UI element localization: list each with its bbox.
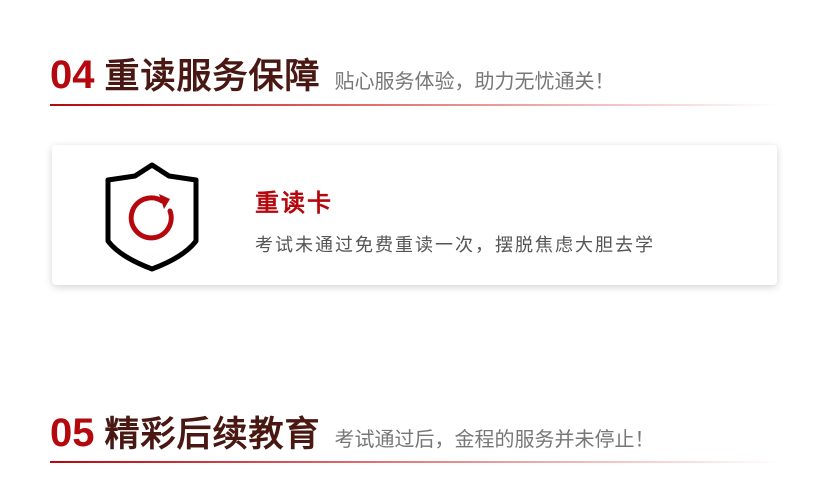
shield-refresh-icon — [105, 162, 199, 272]
section-title: 重读服务保障 — [104, 57, 321, 97]
card-description: 考试未通过免费重读一次，摆脱焦虑大胆去学 — [255, 235, 655, 256]
section-number: 04 — [50, 53, 95, 97]
section-title: 精彩后续教育 — [104, 415, 321, 455]
section-header-05: 05 精彩后续教育 考试通过后，金程的服务并未停止！ — [50, 406, 655, 457]
reread-card: 重读卡 考试未通过免费重读一次，摆脱焦虑大胆去学 — [52, 145, 777, 285]
section-subtitle: 贴心服务体验，助力无忧通关！ — [334, 69, 615, 93]
section-divider — [50, 461, 780, 463]
card-title: 重读卡 — [255, 189, 333, 217]
section-number: 05 — [50, 411, 95, 455]
section-header-04: 04 重读服务保障 贴心服务体验，助力无忧通关！ — [50, 48, 615, 99]
section-subtitle: 考试通过后，金程的服务并未停止！ — [334, 427, 655, 451]
section-divider — [50, 104, 780, 106]
